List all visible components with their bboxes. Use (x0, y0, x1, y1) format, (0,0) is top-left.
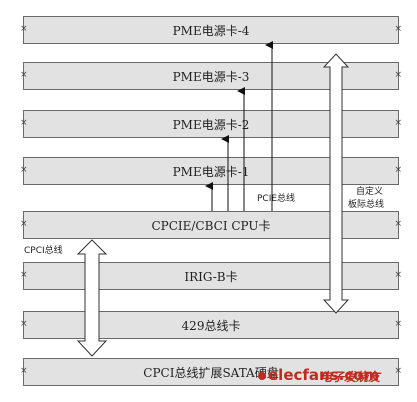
connector-marker: × (394, 70, 402, 80)
connector-marker: × (394, 319, 402, 329)
pcie-bus-label: PCIE总线 (257, 194, 296, 204)
card-label: PME电源卡-2 (172, 117, 250, 132)
watermark-brand: elecfans.com (268, 366, 380, 384)
connector-marker: × (20, 24, 28, 34)
watermark-logo-icon (258, 372, 266, 380)
card-label: PME电源卡-3 (172, 69, 250, 84)
connector-marker: × (394, 270, 402, 280)
watermark-chinese: 电子发烧友 (320, 370, 381, 384)
pcie-arrows (205, 41, 273, 211)
custom-bus-double-arrow (322, 53, 350, 314)
connector-marker: × (20, 366, 28, 376)
connector-marker: × (20, 270, 28, 280)
connector-marker: × (394, 118, 402, 128)
connector-marker: × (394, 165, 402, 175)
connector-marker: × (394, 24, 402, 34)
custom-bus-label-line2: 板际总线 (348, 200, 385, 210)
cpci-bus-label: CPCI总线 (24, 246, 63, 256)
connector-marker: × (20, 70, 28, 80)
card-pme-4: × PME电源卡-4 × (20, 16, 402, 44)
connector-marker: × (20, 319, 28, 329)
connector-marker: × (394, 219, 402, 229)
custom-bus-label-line1: 自定义 (356, 187, 384, 197)
card-label: CPCI总线扩展SATA硬盘 (143, 365, 279, 380)
card-label: CPCIE/CBCI CPU卡 (151, 218, 271, 233)
card-label: 429总线卡 (181, 318, 241, 333)
cpci-bus-double-arrow (76, 239, 108, 357)
connector-marker: × (20, 165, 28, 175)
connector-marker: × (394, 366, 402, 376)
card-sata-disk: × CPCI总线扩展SATA硬盘 × (20, 358, 402, 386)
card-label: PME电源卡-1 (172, 164, 250, 179)
connector-marker: × (20, 219, 28, 229)
connector-marker: × (20, 118, 28, 128)
card-label: IRIG-B卡 (184, 269, 238, 284)
card-label: PME电源卡-4 (172, 23, 250, 38)
